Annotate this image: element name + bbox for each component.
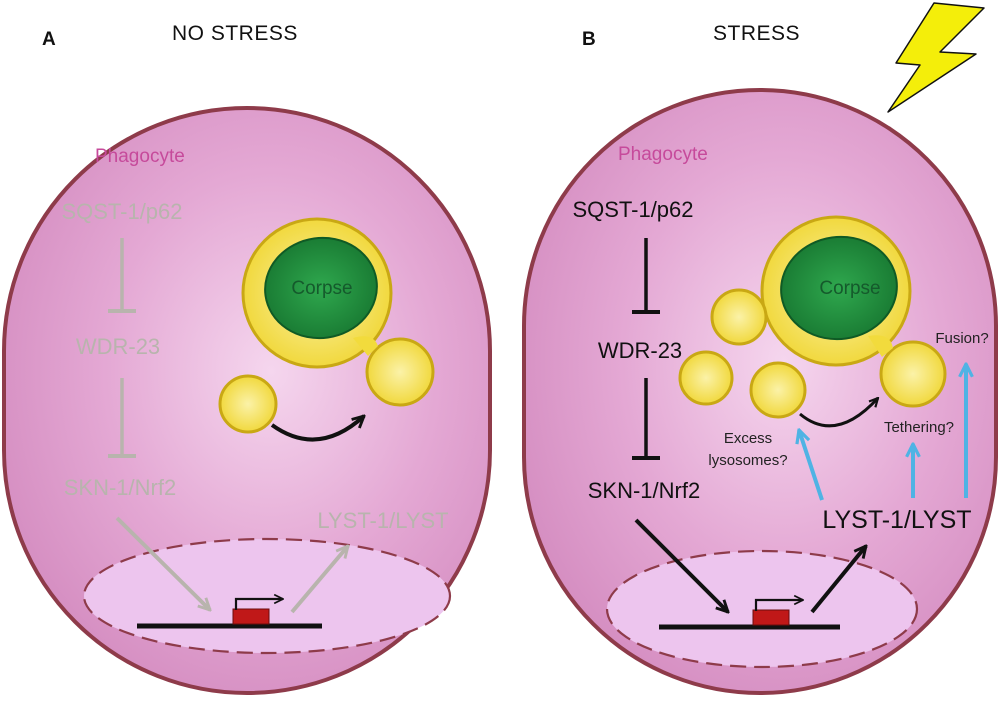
lysosome-b-3 [749, 361, 807, 419]
expression-arrow-a [290, 546, 348, 614]
gene-wdr23-b: WDR-23 [598, 338, 682, 363]
fusion-curve-arrow-b [799, 398, 878, 428]
gene-wdr23-a: WDR-23 [76, 334, 160, 359]
excess-lysosomes-arrow [799, 430, 824, 501]
panel-a: A NO STRESS Phagocyte SQST-1/p62 WDR-23 … [2, 22, 492, 695]
transcription-start-arrow-b [754, 600, 803, 611]
panel-b-title: STRESS [713, 22, 800, 45]
activation-arrow-b [634, 518, 728, 612]
gene-skn1-a: SKN-1/Nrf2 [64, 475, 176, 500]
expression-arrow-b [810, 546, 866, 614]
nucleus-a [82, 537, 452, 655]
corpse-label-b: Corpse [819, 278, 880, 299]
fusion-label: Fusion? [935, 330, 988, 347]
corpse-b [780, 235, 898, 341]
panel-b-letter: B [582, 29, 596, 50]
promoter-b [752, 609, 790, 626]
activation-arrow-a [115, 516, 210, 610]
lysosome-b-1 [710, 288, 768, 346]
phagosome-a: Corpse [241, 217, 435, 407]
lightning-bolt-icon [887, 2, 985, 113]
tethering-label: Tethering? [884, 419, 954, 436]
excess-label-line2: lysosomes? [708, 452, 787, 469]
corpse-label-a: Corpse [291, 278, 352, 299]
lysosome-b-2 [678, 350, 734, 406]
gene-skn1-b: SKN-1/Nrf2 [588, 478, 700, 503]
panel-a-title: NO STRESS [172, 22, 298, 45]
gene-lyst1-a: LYST-1/LYST [317, 508, 448, 533]
phagosome-b: Corpse [760, 215, 947, 408]
phagocyte-label-b: Phagocyte [618, 144, 708, 165]
excess-label-line1: Excess [724, 430, 772, 447]
gene-sqst1-a: SQST-1/p62 [61, 199, 182, 224]
gene-lyst1-b: LYST-1/LYST [822, 506, 971, 534]
fusion-curve-arrow-a [270, 416, 364, 442]
panel-a-letter: A [42, 29, 56, 50]
lysosome-a [218, 374, 278, 434]
phagocyte-label-a: Phagocyte [95, 146, 185, 167]
panel-b: B STRESS Phagocyte SQST-1/p62 WDR-23 SKN… [522, 2, 998, 695]
nucleus-b [605, 549, 919, 669]
gene-sqst1-b: SQST-1/p62 [572, 197, 693, 222]
corpse-a [264, 236, 378, 340]
promoter-a [232, 608, 270, 625]
transcription-start-arrow-a [234, 599, 283, 610]
